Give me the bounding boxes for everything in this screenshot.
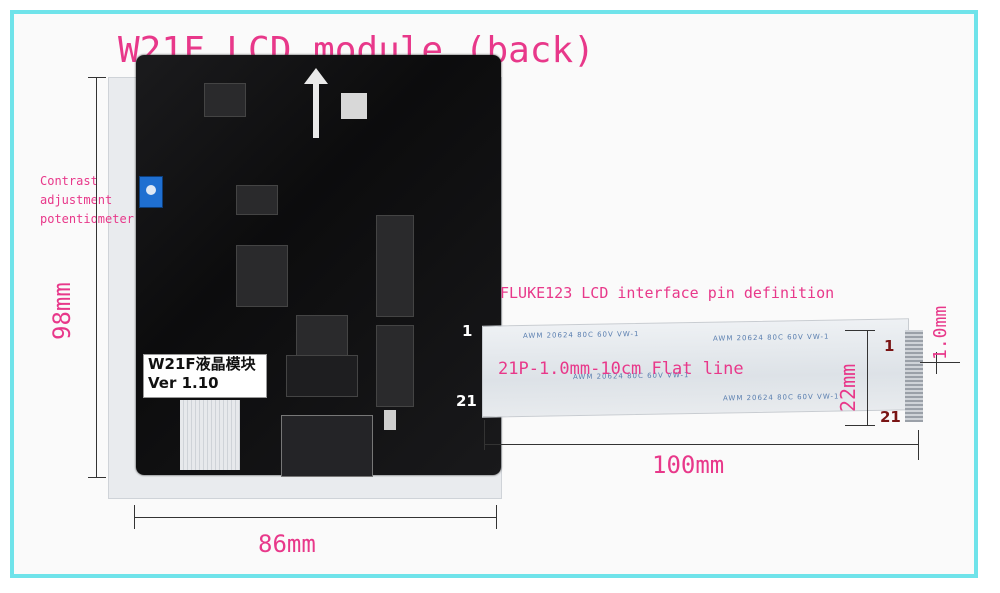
board-sticker-line-2: Ver 1.10: [148, 374, 219, 392]
pitch-label: 1.0mm: [930, 305, 951, 360]
height-label: 98mm: [48, 282, 76, 340]
potentiometer-label: Contrast adjustment potentiometer: [40, 172, 134, 229]
potentiometer-label-line-1: Contrast: [40, 174, 98, 188]
cable-width-label: 22mm: [836, 363, 860, 412]
width-dimension-line: [134, 517, 496, 518]
height-dimension-line: [96, 77, 97, 477]
board-sticker: W21F液晶模块 Ver 1.10: [143, 354, 267, 398]
pin-1-board: 1: [462, 322, 473, 340]
pin-1-cable: 1: [884, 337, 895, 355]
arrow-up-icon: [304, 68, 328, 138]
interface-title: FLUKE123 LCD interface pin definition: [500, 284, 835, 302]
pitch-dimension-line: [920, 362, 960, 363]
width-label: 86mm: [258, 530, 316, 558]
pin-21-cable: 21: [880, 408, 901, 426]
contrast-potentiometer: [139, 176, 163, 208]
pin-21-board: 21: [456, 392, 477, 410]
board-sticker-line-1: W21F液晶模块: [148, 355, 256, 373]
cable-length-label: 100mm: [652, 451, 725, 479]
cable-contact-end: [905, 330, 923, 422]
potentiometer-label-line-2: adjustment: [40, 193, 113, 207]
cable-length-dimension-line: [484, 444, 919, 445]
potentiometer-label-line-3: potentiometer: [40, 212, 134, 226]
cable-label: 21P-1.0mm-10cm Flat line: [498, 359, 744, 379]
cable-width-dimension-line: [867, 330, 868, 425]
onboard-ribbon: [180, 400, 240, 470]
